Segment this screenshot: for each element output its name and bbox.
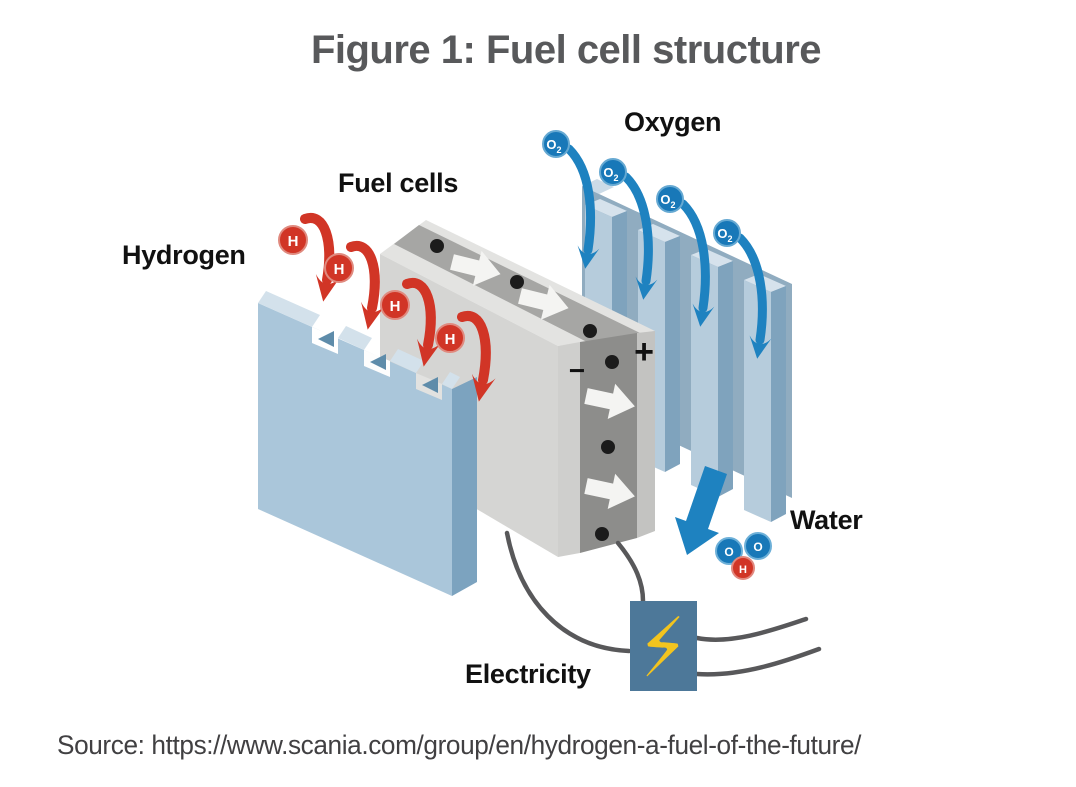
label-hydrogen: Hydrogen [122,240,246,270]
hydrogen-molecule-symbol: H [288,233,299,250]
fuel-cell-stack: − + [380,220,655,557]
label-fuel-cells: Fuel cells [338,168,459,198]
hydrogen-plate [258,291,477,596]
minus-terminal: − [569,355,585,386]
plus-terminal: + [634,333,654,371]
oxygen-molecule-symbol: O2 [603,165,618,183]
label-oxygen: Oxygen [624,107,722,137]
hydrogen-molecule-symbol: H [445,331,456,348]
electricity-box: ⚡ [630,600,697,696]
hydrogen-molecule-symbol: H [334,261,345,278]
hydrogen-molecule-symbol: H [390,298,401,315]
oxygen-molecule-symbol: O2 [717,226,732,244]
wires [504,530,822,677]
water-arrow [675,466,727,555]
flow-arrow-icon [584,383,635,510]
water-oxygen-symbol: O [724,545,733,559]
label-electricity: Electricity [465,659,591,689]
oxygen-molecule-symbol: O2 [660,192,675,210]
notch-triangles [318,331,438,393]
hydrogen-molecules: H H H H [278,225,465,353]
oxygen-molecules: O2 O2 O2 O2 [542,130,741,247]
flow-arrow-icon [450,250,569,320]
oxygen-molecule-symbol: O2 [546,137,561,155]
figure-title: Figure 1: Fuel cell structure [310,28,822,72]
water-oxygen-symbol: O [753,540,762,554]
lightning-icon: ⚡ [631,600,696,696]
oxygen-flow-arrows [564,144,772,359]
label-water: Water [790,505,863,535]
source-caption: Source: https://www.scania.com/group/en/… [57,730,862,760]
bolt-dots [430,239,619,541]
water-molecule: O O H [715,532,772,580]
plate-top-teeth [258,291,460,389]
water-hydrogen-symbol: H [739,564,747,576]
